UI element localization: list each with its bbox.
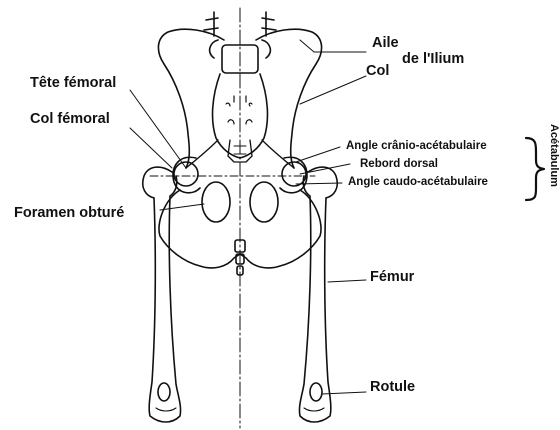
leader-tete-femoral bbox=[130, 90, 186, 168]
leader-rotule bbox=[322, 392, 366, 394]
acetabulum-brace bbox=[526, 138, 544, 200]
label-rebord-dorsal: Rebord dorsal bbox=[360, 159, 438, 171]
leader-angle-cranio bbox=[296, 147, 340, 162]
left-femur bbox=[143, 167, 181, 422]
leader-femur bbox=[328, 280, 366, 282]
label-foramen-obture: Foramen obturé bbox=[14, 206, 124, 221]
left-hip-joint bbox=[173, 157, 200, 192]
label-rotule: Rotule bbox=[370, 380, 415, 395]
leader-aile bbox=[300, 40, 366, 52]
label-col-femoral: Col fémoral bbox=[30, 112, 110, 127]
left-patella bbox=[158, 383, 170, 401]
right-hip-joint bbox=[280, 157, 307, 192]
right-femur bbox=[299, 167, 337, 422]
label-acetabulum: Acétabulum bbox=[548, 124, 559, 187]
leader-col-femoral bbox=[130, 128, 172, 168]
label-angle-caudo: Angle caudo-acétabulaire bbox=[348, 177, 488, 189]
label-de-l-ilium: de l'Ilium bbox=[402, 52, 464, 67]
leader-lines bbox=[130, 40, 366, 394]
right-patella bbox=[310, 383, 322, 401]
label-tete-femoral: Tête fémoral bbox=[30, 76, 116, 91]
label-aile: Aile bbox=[372, 36, 399, 51]
leader-col-ilium bbox=[300, 76, 366, 104]
left-obturator-foramen bbox=[202, 182, 230, 222]
label-femur: Fémur bbox=[370, 270, 414, 285]
right-obturator-foramen bbox=[250, 182, 278, 222]
label-angle-cranio: Angle crânio-acétabulaire bbox=[346, 141, 487, 153]
label-col-ilium: Col bbox=[366, 64, 389, 79]
leader-rebord bbox=[300, 164, 350, 174]
